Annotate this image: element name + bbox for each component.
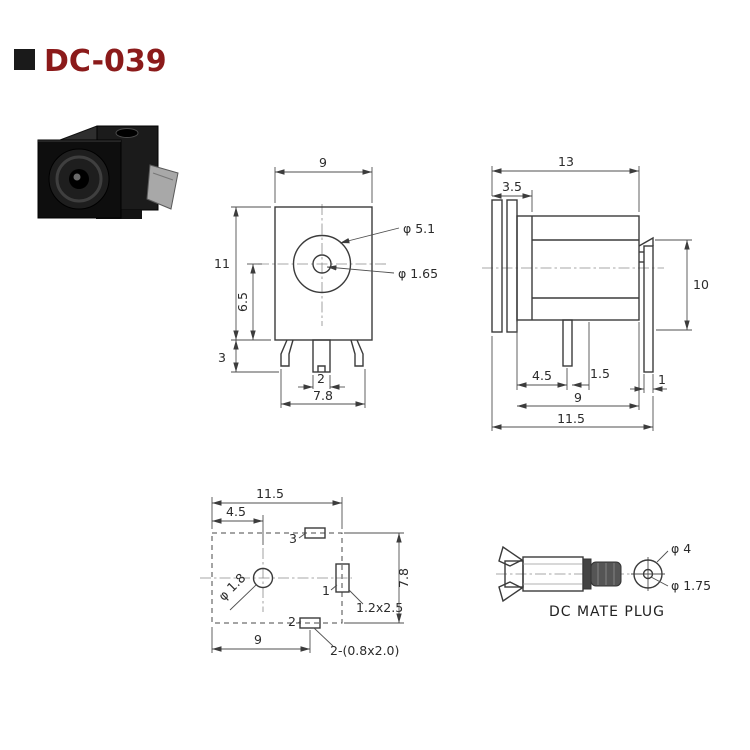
side-clip-hook [638,236,654,247]
plug-caption: DC MATE PLUG [549,604,665,620]
side-dim-a: 4.5 [532,368,552,383]
front-label-inner-dia: φ 1.65 [398,266,438,281]
photo-center-pin [73,173,81,181]
leader-line [339,227,400,244]
front-barrel-outer [292,234,352,294]
plug-collar [582,558,592,590]
side-dim-c: 1 [658,372,666,387]
side-dim-b: 1.5 [590,366,610,381]
front-dim-pin: 2 [317,371,325,386]
leader-line [650,576,669,587]
side-body-outline [516,215,640,321]
bottom-hole [252,567,274,589]
page-title: DC-039 [44,44,167,79]
side-flange-plate-1 [491,199,503,333]
photo-top-hole [115,128,139,138]
front-dim-width: 9 [319,155,327,170]
front-left-leg [280,339,294,367]
bottom-pad-2 [299,617,321,629]
side-dim-height: 10 [693,277,709,292]
side-view: 13 3.5 10 4.5 1.5 1 9 11.5 [482,154,709,431]
side-bottom-pin [562,319,573,367]
bottom-pad3-label: 3 [289,531,297,546]
leader-line [313,627,334,647]
leader-line [348,589,364,605]
side-dim-length: 13 [558,154,574,169]
photo-barrel-ring [55,155,103,203]
front-dim-leg: 3 [218,350,226,365]
plug-end-inner [642,568,654,580]
side-flange-plate-2 [506,199,518,333]
title-bullet-icon [14,49,35,70]
plug-view: φ 4 φ 1.75 DC MATE PLUG [496,541,711,620]
leader-line [297,620,302,624]
bottom-dim-pad2-x: 9 [254,632,262,647]
front-center-pin [312,339,331,373]
side-dim-d: 9 [574,390,582,405]
leader-line [330,584,338,591]
leader-line [326,265,395,274]
bottom-view: φ 1.8 3 1 2 1.2x2.5 2-(0.8x2.0) 11.5 4.5… [200,486,411,658]
plug-outer-dia-label: φ 4 [671,541,691,556]
leader-line [298,532,307,539]
side-dim-e: 11.5 [557,411,585,426]
bottom-pad-3 [304,527,326,539]
front-barrel-inner [312,254,332,274]
photo-metal-clip [146,164,179,210]
bottom-dim-hole-x: 4.5 [226,504,246,519]
leader-line [229,584,257,611]
side-right-pin [643,245,654,373]
plug-grip-ear-bottom [498,581,524,603]
photo-clip-line [152,172,174,181]
bottom-pad1-size: 1.2x2.5 [356,600,403,615]
bottom-pad-1 [335,563,350,593]
front-label-outer-dia: φ 5.1 [403,221,435,236]
bottom-hole-label: φ 1.8 [215,570,248,603]
bottom-dim-width: 11.5 [256,486,284,501]
bottom-dim-height: 7.8 [396,568,411,588]
side-dim-flange: 3.5 [502,179,522,194]
front-dim-span: 7.8 [313,388,333,403]
header: DC-039 [14,44,167,79]
front-dim-height: 11 [214,256,230,271]
product-photo [37,125,179,219]
bottom-pads-note: 2-(0.8x2.0) [330,643,399,658]
front-view: 9 11 6.5 3 φ 5.1 φ 1.65 2 7.8 [214,155,438,408]
bottom-pad1-label: 1 [322,583,330,598]
bottom-pad2-label: 2 [288,614,296,629]
plug-end-outer [633,559,663,589]
plug-grip-ear-top [498,545,524,567]
front-right-leg [350,339,364,367]
front-pin-notch [317,365,326,372]
leader-line [656,550,669,563]
plug-inner-dia-label: φ 1.75 [671,578,711,593]
front-dim-center: 6.5 [235,292,250,312]
